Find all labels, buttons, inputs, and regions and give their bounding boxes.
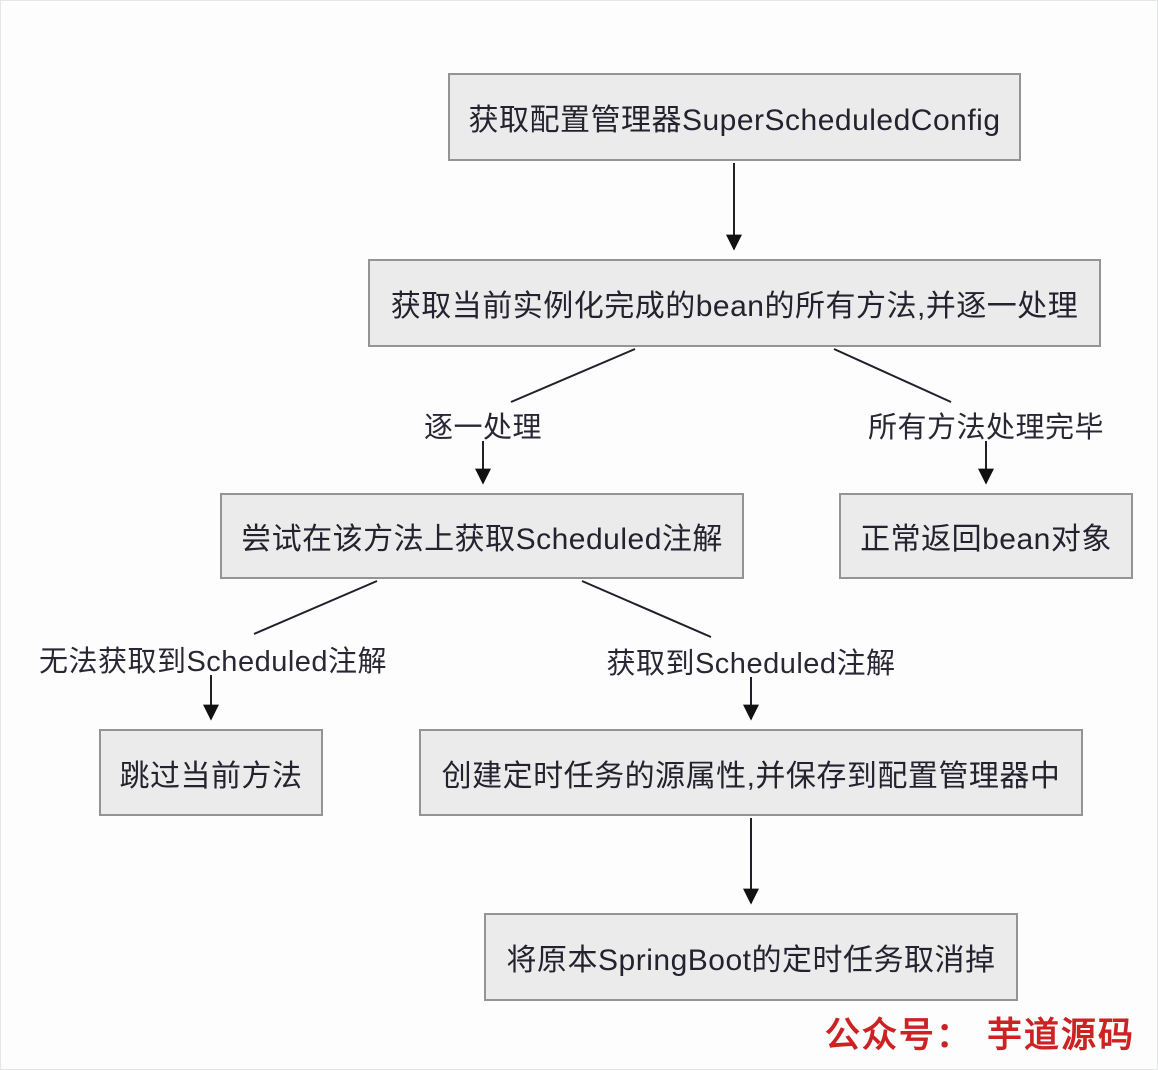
node-return-bean: 正常返回bean对象 <box>839 493 1133 579</box>
edge-label-got-annotation: 获取到Scheduled注解 <box>606 648 896 680</box>
node-create-task-source: 创建定时任务的源属性,并保存到配置管理器中 <box>419 729 1083 816</box>
edge-label-no-annotation: 无法获取到Scheduled注解 <box>38 646 388 678</box>
edge-methods-to-alldone <box>833 348 952 403</box>
edge-label-one-by-one: 逐一处理 <box>423 412 543 444</box>
node-cancel-springboot-task: 将原本SpringBoot的定时任务取消掉 <box>484 913 1018 1001</box>
node-get-config-manager: 获取配置管理器SuperScheduledConfig <box>448 73 1021 161</box>
edge-label-all-methods-done: 所有方法处理完毕 <box>867 412 1105 444</box>
watermark-wechat-account: 公众号： 芋道源码 <box>824 1015 1135 1056</box>
edge-methods-to-onebyone <box>510 348 636 403</box>
node-get-bean-methods: 获取当前实例化完成的bean的所有方法,并逐一处理 <box>368 259 1101 347</box>
node-try-get-scheduled-annotation: 尝试在该方法上获取Scheduled注解 <box>220 493 744 579</box>
node-skip-current-method: 跳过当前方法 <box>99 729 323 816</box>
edge-try-to-noannot <box>253 580 378 635</box>
edge-try-to-gotannot <box>581 580 712 638</box>
